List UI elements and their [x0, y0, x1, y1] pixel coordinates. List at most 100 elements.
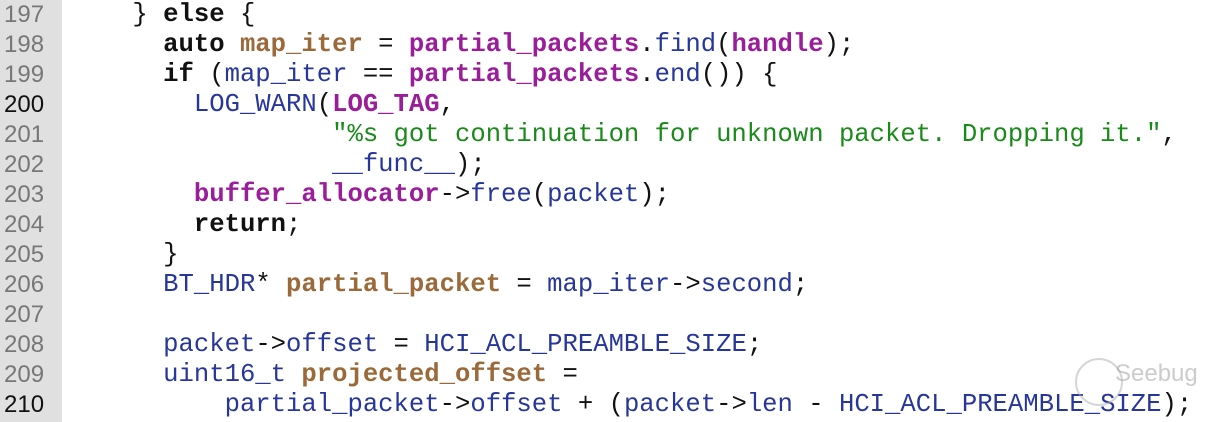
line-number: 207: [4, 301, 45, 328]
code-token-pl: =: [378, 330, 425, 359]
code-token-kw: else: [163, 0, 225, 29]
code-token-pl: =: [501, 270, 548, 299]
code-token-id: partial_packet: [224, 390, 440, 419]
code-text: "%s got continuation for unknown packet.…: [71, 120, 1177, 150]
code-token-pl: (: [316, 90, 333, 119]
code-token-pl: [71, 180, 194, 209]
code-text: } else {: [71, 0, 255, 30]
code-token-pl: [71, 120, 332, 149]
code-token-pl: (: [716, 30, 732, 59]
code-line: 206 BT_HDR* partial_packet = map_iter->s…: [0, 270, 1218, 300]
code-text: auto map_iter = partial_packets.find(han…: [71, 30, 854, 60]
code-token-pl: );: [639, 180, 671, 209]
code-token-pl: + (: [562, 390, 624, 419]
code-token-kw: if: [163, 60, 194, 89]
code-text: packet->offset = HCI_ACL_PREAMBLE_SIZE;: [71, 330, 762, 360]
code-token-pl: ==: [347, 60, 409, 89]
code-line: 207: [0, 300, 1218, 330]
code-text: return;: [71, 210, 302, 240]
line-number: 198: [4, 31, 45, 58]
code-token-pl: ,: [439, 90, 455, 119]
code-text: uint16_t projected_offset =: [71, 360, 578, 390]
code-line: 197 } else {: [0, 0, 1218, 30]
code-token-pl: =: [362, 30, 409, 59]
code-token-pl: ->: [439, 390, 471, 419]
code-token-pl: (: [193, 60, 225, 89]
code-token-mem: partial_packets: [408, 30, 640, 59]
code-token-var: map_iter: [239, 30, 363, 59]
line-number: 205: [4, 241, 45, 268]
code-token-str: "%s got continuation for unknown packet.…: [332, 120, 1162, 149]
code-token-pl: [71, 330, 163, 359]
code-token-pl: ->: [716, 390, 747, 419]
line-number-gutter: [0, 0, 62, 422]
code-line: 200 LOG_WARN(LOG_TAG,: [0, 90, 1218, 120]
code-token-id: len: [746, 390, 793, 419]
code-token-kw: auto: [163, 30, 240, 59]
code-line: 204 return;: [0, 210, 1218, 240]
watermark-logo-icon: [1075, 358, 1123, 406]
code-text: __func__);: [71, 150, 486, 180]
code-token-id: offset: [286, 330, 379, 359]
line-number: 199: [4, 61, 45, 88]
code-token-mem: handle: [731, 30, 824, 59]
line-number: 210: [4, 391, 45, 418]
code-line: 210 partial_packet->offset + (packet->le…: [0, 390, 1218, 420]
line-number: 200: [4, 91, 45, 118]
code-text: }: [71, 240, 179, 270]
code-line: 201 "%s got continuation for unknown pac…: [0, 120, 1218, 150]
code-line: 202 __func__);: [0, 150, 1218, 180]
code-token-id: end: [654, 60, 701, 89]
code-line: 198 auto map_iter = partial_packets.find…: [0, 30, 1218, 60]
code-token-mem: LOG_TAG: [332, 90, 440, 119]
code-token-id: map_iter: [547, 270, 671, 299]
code-token-pl: );: [454, 150, 486, 179]
code-token-id: __func__: [332, 150, 455, 179]
code-token-pl: -: [792, 390, 839, 419]
code-token-id: packet: [623, 390, 717, 419]
code-token-id: second: [700, 270, 793, 299]
code-token-pl: .: [639, 30, 655, 59]
code-token-id: offset: [470, 390, 563, 419]
code-token-pl: [71, 90, 194, 119]
line-number: 208: [4, 331, 45, 358]
code-token-pl: [71, 30, 163, 59]
code-token-id: packet: [163, 330, 256, 359]
code-token-id: packet: [547, 180, 640, 209]
code-token-id: uint16_t: [163, 360, 302, 389]
line-number: 202: [4, 151, 45, 178]
line-number: 197: [4, 1, 45, 28]
code-token-pl: ->: [255, 330, 287, 359]
code-token-pl: [71, 360, 163, 389]
code-token-pl: [71, 210, 194, 239]
code-token-pl: [71, 150, 332, 179]
code-token-pl: [71, 390, 225, 419]
code-text: LOG_WARN(LOG_TAG,: [71, 90, 455, 120]
code-token-pl: (: [531, 180, 548, 209]
code-token-pl: ;: [286, 210, 302, 239]
code-token-pl: =: [547, 360, 578, 389]
code-token-pl: {: [224, 0, 256, 29]
code-token-pl: ;: [746, 330, 763, 359]
code-token-pl: [71, 60, 163, 89]
code-token-pl: [71, 270, 163, 299]
line-number: 209: [4, 361, 45, 388]
code-token-pl: .: [639, 60, 655, 89]
code-token-pl: ()) {: [700, 60, 778, 89]
code-text: BT_HDR* partial_packet = map_iter->secon…: [71, 270, 808, 300]
code-token-pl: );: [1161, 390, 1193, 419]
code-line: 203 buffer_allocator->free(packet);: [0, 180, 1218, 210]
line-number: 203: [4, 181, 45, 208]
code-line: 205 }: [0, 240, 1218, 270]
code-token-id: HCI_ACL_PREAMBLE_SIZE: [424, 330, 747, 359]
watermark-text: Seebug: [1115, 360, 1198, 387]
code-line: 209 uint16_t projected_offset =: [0, 360, 1218, 390]
code-token-pl: ->: [670, 270, 701, 299]
code-token-id: free: [470, 180, 532, 209]
code-token-id: LOG_WARN: [193, 90, 317, 119]
code-token-pl: }: [71, 240, 179, 269]
code-text: partial_packet->offset + (packet->len - …: [71, 390, 1193, 420]
code-token-pl: }: [71, 0, 164, 29]
code-text: if (map_iter == partial_packets.end()) {: [71, 60, 778, 90]
